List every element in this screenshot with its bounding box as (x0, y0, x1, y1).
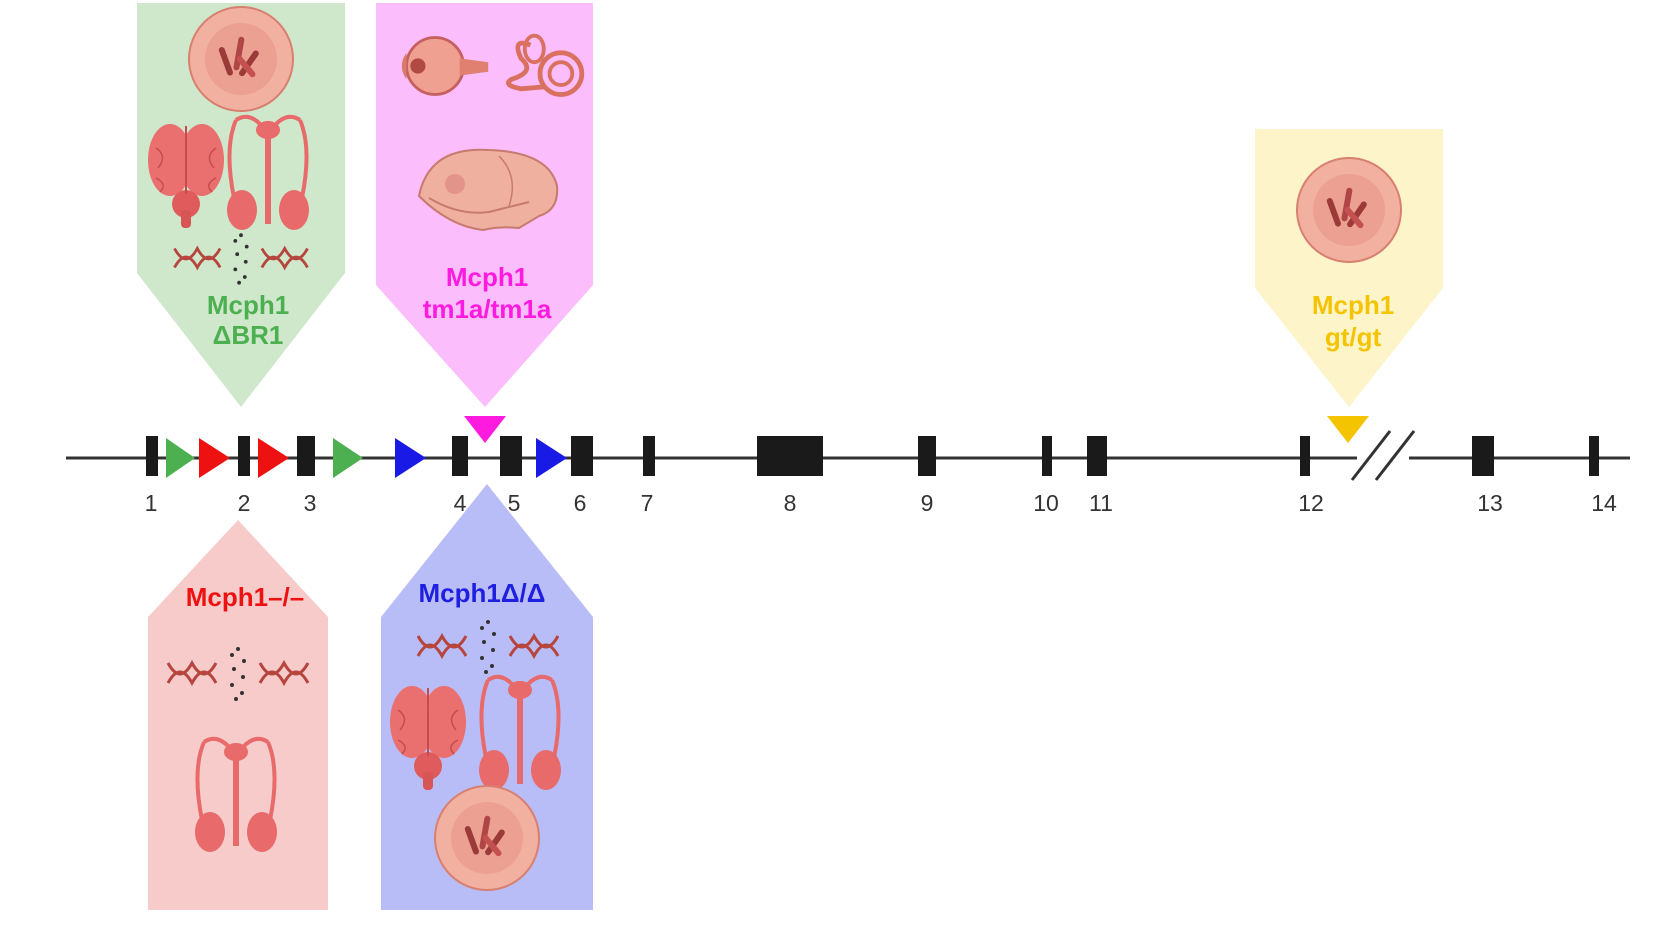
gt-insertion-marker (1327, 416, 1369, 443)
exon-11 (1087, 436, 1107, 476)
site-red-2 (258, 438, 289, 478)
allele-label-delta-br1-line2: ΔBR1 (213, 320, 284, 350)
exon-8 (757, 436, 823, 476)
exon-13 (1472, 436, 1494, 476)
exon-3 (297, 436, 315, 476)
break-mark (1350, 430, 1416, 481)
allele-label-gt-line1: Mcph1 (1312, 290, 1394, 320)
site-green-2 (333, 438, 363, 478)
callout-gt: Mcph1 gt/gt (1255, 129, 1443, 407)
allele-label-delta: Mcph1Δ/Δ (419, 578, 546, 608)
cell-nucleus-icon (434, 785, 540, 891)
exon-4 (452, 436, 468, 476)
site-red-1 (199, 438, 230, 478)
exon-6 (571, 436, 593, 476)
exon-label-6: 6 (574, 490, 587, 516)
allele-label-delta-br1-line1: Mcph1 (207, 290, 289, 320)
site-blue-2 (536, 438, 567, 478)
exon-1 (146, 436, 158, 476)
exon-label-10: 10 (1033, 490, 1059, 516)
site-green-1 (166, 438, 195, 478)
site-markers (166, 416, 1369, 478)
exon-label-2: 2 (238, 490, 251, 516)
allele-label-tm1a-line1: Mcph1 (446, 262, 528, 292)
exon-10 (1042, 436, 1052, 476)
exon-label-12: 12 (1298, 490, 1324, 516)
exon-2 (238, 436, 250, 476)
allele-label-tm1a-line2: tm1a/tm1a (423, 294, 552, 324)
exon-14 (1589, 436, 1599, 476)
callout-delta: Mcph1Δ/Δ (381, 484, 593, 910)
exon-label-13: 13 (1477, 490, 1503, 516)
allele-label-gt-line2: gt/gt (1325, 322, 1382, 352)
callout-delta-br1: Mcph1 ΔBR1 (137, 3, 345, 407)
site-blue-1 (395, 438, 426, 478)
exon-label-7: 7 (641, 490, 654, 516)
exon-label-4: 4 (454, 490, 467, 516)
exon-label-5: 5 (508, 490, 521, 516)
exon-5 (500, 436, 522, 476)
exon-label-1: 1 (145, 490, 158, 516)
allele-label-knockout: Mcph1–/– (186, 582, 305, 612)
cell-nucleus-icon (1296, 157, 1402, 263)
exon-label-14: 14 (1591, 490, 1617, 516)
callout-knockout: Mcph1–/– (148, 520, 328, 910)
exon-label-11: 11 (1089, 490, 1113, 516)
exon-7 (643, 436, 655, 476)
exon-label-3: 3 (304, 490, 317, 516)
tm1a-insertion-marker (464, 416, 506, 443)
exon-label-9: 9 (921, 490, 934, 516)
callout-tm1a: Mcph1 tm1a/tm1a (376, 3, 593, 407)
exon-label-8: 8 (784, 490, 797, 516)
exon-9 (918, 436, 936, 476)
cell-nucleus-icon (188, 6, 294, 112)
exon-12 (1300, 436, 1310, 476)
